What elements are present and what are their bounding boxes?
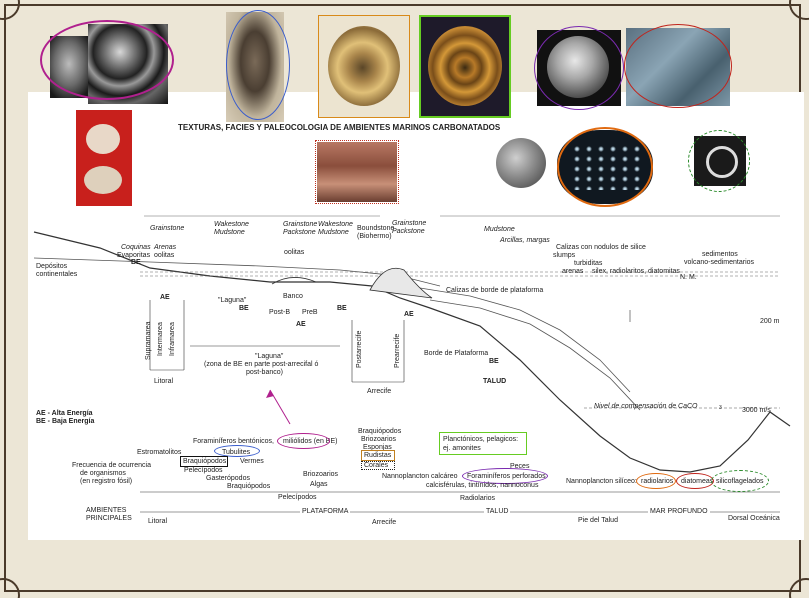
texture-label: Grainstone	[150, 225, 184, 232]
texture-label: Wakestone	[318, 221, 353, 228]
organism-label: Braquiópodos	[227, 483, 270, 490]
zone-label: Nivel de compensación de CaCO	[594, 403, 698, 410]
zone-label: post-banco)	[246, 369, 283, 376]
facies-label: volcano-sedimentarios	[684, 259, 754, 266]
texture-label: Mudstone	[484, 226, 515, 233]
zone-label: BE	[131, 259, 141, 266]
organism-label: Algas	[310, 481, 328, 488]
organism-label: Estromatolitos	[137, 449, 181, 456]
legend-label: AE - Alta Energía	[36, 410, 93, 417]
facies-label: slumps	[553, 252, 575, 259]
organism-label: Planctónicos, pelagicos:	[443, 436, 518, 443]
zone-label: Litoral	[154, 378, 173, 385]
organism-label: calcisférulas, tintínidos, nannoconus	[426, 482, 538, 489]
zone-label: Prearrecife	[394, 334, 401, 368]
organism-label: Braquiópodos	[183, 458, 226, 465]
organism-label: Briozoarios	[303, 471, 338, 478]
texture-label: Grainstone	[283, 221, 317, 228]
organism-label: Nannoplancton calcáreo	[382, 473, 458, 480]
texture-label: Wakestone	[214, 221, 249, 228]
ambiente-arrecife: Arrecife	[372, 519, 396, 526]
depth-label: 3000 m/s	[742, 407, 771, 414]
zone-label: AE	[404, 311, 414, 318]
facies-label: Coquinas	[121, 244, 151, 251]
frequency-label: de organismos	[80, 470, 126, 477]
organism-label: Nannoplancton silíceo:	[566, 478, 637, 485]
zone-label: AE	[160, 294, 170, 301]
organism-label: Pelecípodos	[278, 494, 317, 501]
zone-label: Banco	[283, 293, 303, 300]
zone-label: Borde de Plataforma	[424, 350, 488, 357]
legend-label: BE - Baja Energía	[36, 418, 94, 425]
facies-label: Arcillas, margas	[500, 237, 550, 244]
frequency-label: Frecuencia de ocurrencia	[72, 462, 151, 469]
facies-label: Calizas con nodulos de silice	[556, 244, 646, 251]
texture-label: Packstone	[283, 229, 316, 236]
facies-label: Evaporitas	[117, 252, 150, 259]
facies-label: arenas	[562, 268, 583, 275]
facies-label: turbiditas	[574, 260, 602, 267]
ambiente-pie-talud: Pie del Talud	[578, 517, 618, 524]
ambiente-litoral: Litoral	[148, 518, 167, 525]
zone-label: AE	[296, 321, 306, 328]
highlight-ring-miliolidos	[277, 433, 330, 449]
organism-label: ej. amonites	[443, 445, 481, 452]
ambiente-plataforma: PLATAFORMA	[300, 508, 350, 515]
zone-label: Intermarea	[157, 322, 164, 356]
zone-label: Arrecife	[367, 388, 391, 395]
facies-label: Arenas	[154, 244, 176, 251]
ambiente-talud: TALUD	[484, 508, 510, 515]
texture-label: Boundstone	[357, 225, 394, 232]
highlight-ring-diatomeas	[676, 473, 714, 489]
zone-label: BE	[239, 305, 249, 312]
highlight-ring-silicoflagelados	[711, 470, 769, 492]
zone-label: TALUD	[483, 378, 506, 385]
facies-label: oolitas	[284, 249, 304, 256]
ambientes-label: PRINCIPALES	[86, 515, 132, 522]
zone-label: BE	[337, 305, 347, 312]
organism-label: Gasterópodos	[206, 475, 250, 482]
organism-label: Vermes	[240, 458, 264, 465]
facies-label: Calizas de borde de plataforma	[446, 287, 543, 294]
texture-label: (Biohermo)	[357, 233, 392, 240]
texture-label: Packstone	[392, 228, 425, 235]
facies-label: continentales	[36, 271, 77, 278]
facies-label: sedimentos	[702, 251, 738, 258]
ambiente-dorsal: Dorsal Oceánica	[728, 515, 780, 522]
facies-label: oolitas	[154, 252, 174, 259]
facies-label: Depósitos	[36, 263, 67, 270]
zone-label: "Laguna"	[218, 297, 246, 304]
ambiente-mar-profundo: MAR PROFUNDO	[648, 508, 710, 515]
organism-label: Briozoarios	[361, 436, 396, 443]
zone-label: Inframarea	[169, 322, 176, 356]
highlight-ring-radiolarios	[636, 473, 676, 489]
ambientes-label: AMBIENTES	[86, 507, 126, 514]
texture-label: Grainstone	[392, 220, 426, 227]
organism-label: Foraminíferos bentónicos,	[193, 438, 274, 445]
zone-label: BE	[489, 358, 499, 365]
texture-label: Mudstone	[318, 229, 349, 236]
facies-label: silex, radiolaritos, diatomitas	[592, 268, 680, 275]
frequency-label: (en registro fósil)	[80, 478, 132, 485]
depth-label: 200 m	[760, 318, 779, 325]
organism-label: Radiolarios	[460, 495, 495, 502]
zone-label: "Laguna"	[255, 353, 283, 360]
sea-level-label: N. M.	[680, 274, 697, 281]
texture-label: Mudstone	[214, 229, 245, 236]
zone-label: (zona de BE en parte post-arrecifal ó	[204, 361, 318, 368]
zone-label: PreB	[302, 309, 318, 316]
organism-label: Corales	[364, 462, 388, 469]
zone-label: Post-B	[269, 309, 290, 316]
zone-label: 3	[719, 406, 722, 411]
zone-label: Postarrecife	[356, 331, 363, 368]
zone-label: Supramarea	[145, 321, 152, 360]
organism-label: Rudistas	[364, 452, 391, 459]
organism-label: Pelecípodos	[184, 467, 223, 474]
organism-label: Braquiópodos	[358, 428, 401, 435]
